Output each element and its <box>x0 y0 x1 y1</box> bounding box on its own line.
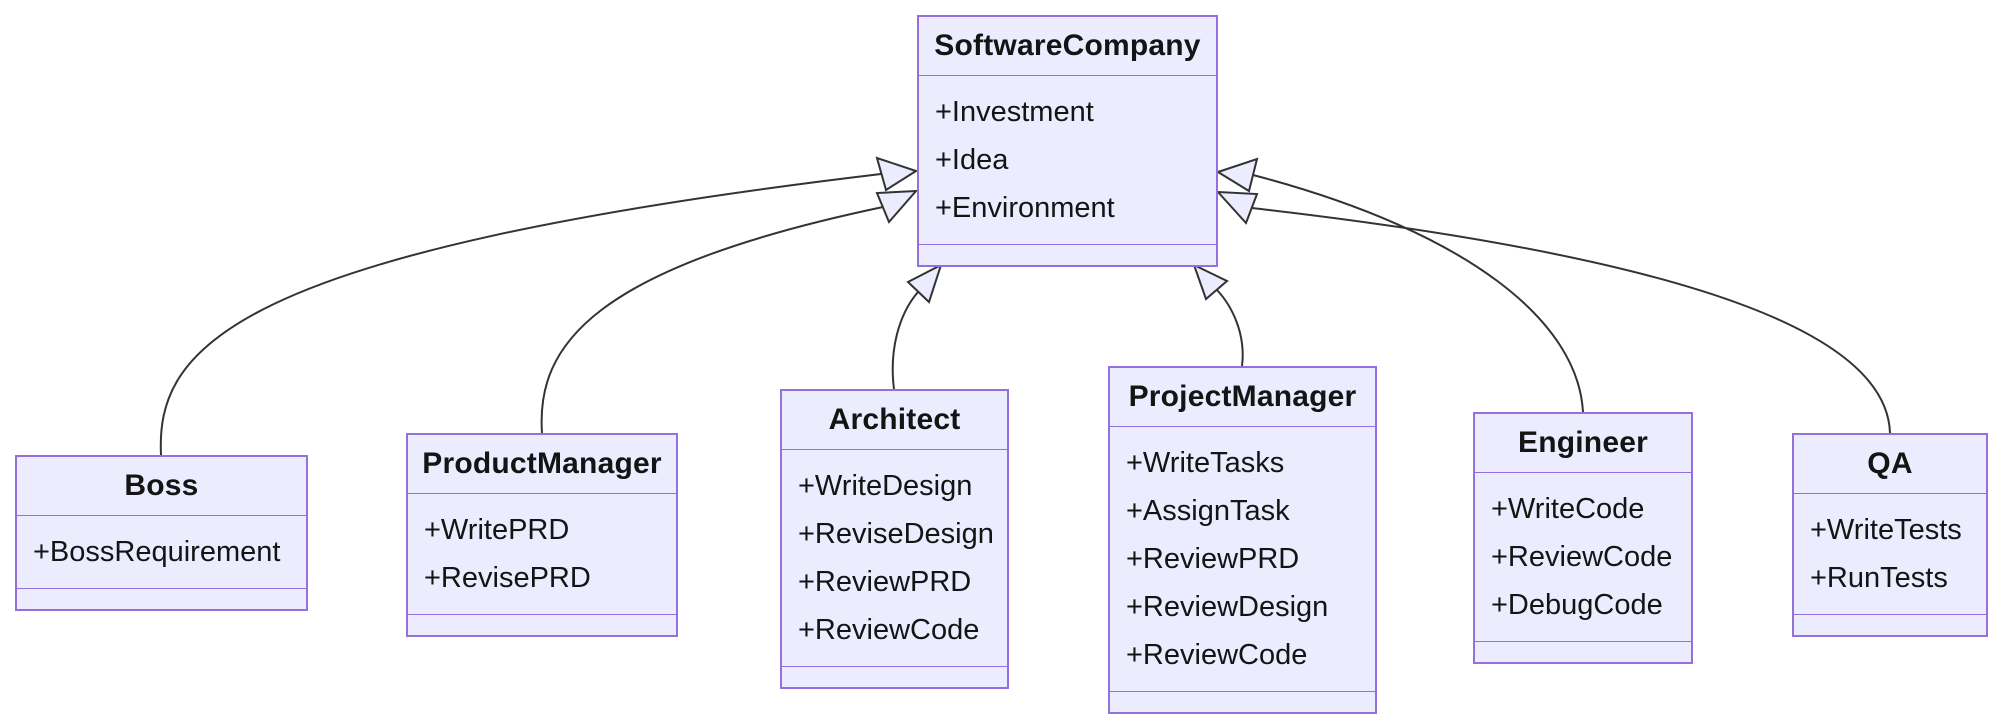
class-title: QA <box>1794 435 1986 494</box>
class-attributes: +WriteCode +ReviewCode +DebugCode <box>1475 473 1691 641</box>
class-title: ProjectManager <box>1110 368 1375 427</box>
class-attribute: +WriteTests <box>1810 514 1962 546</box>
class-title: Architect <box>782 391 1007 450</box>
class-methods-empty <box>1110 691 1375 712</box>
class-node-Engineer: Engineer +WriteCode +ReviewCode +DebugCode <box>1473 412 1693 664</box>
class-node-QA: QA +WriteTests +RunTests <box>1792 433 1988 637</box>
class-methods-empty <box>782 666 1007 687</box>
class-attribute: +BossRequirement <box>33 536 281 568</box>
class-node-ProjectManager: ProjectManager +WriteTasks +AssignTask +Re… <box>1108 366 1377 714</box>
class-attributes: +WriteTasks +AssignTask +ReviewPRD +ReviewD… <box>1110 427 1375 691</box>
class-attribute: +Environment <box>935 192 1115 224</box>
class-attribute: +ReviewDesign <box>1126 591 1329 623</box>
class-attribute: +RevisePRD <box>424 562 591 594</box>
class-attribute: +RunTests <box>1810 562 1948 594</box>
class-attribute: +ReviewPRD <box>798 566 972 598</box>
class-attributes: +BossRequirement <box>17 516 306 588</box>
inheritance-arrowhead-icon <box>906 262 943 304</box>
class-attribute: +ReviewCode <box>798 614 980 646</box>
class-title: ProductManager <box>408 435 676 494</box>
class-node-Boss: Boss +BossRequirement <box>15 455 308 611</box>
class-title: Engineer <box>1475 414 1691 473</box>
inheritance-arrowhead-icon <box>1215 190 1259 225</box>
inheritance-edge-QA-to-SoftwareCompany <box>1251 207 1891 434</box>
class-title: Boss <box>17 457 306 516</box>
class-methods-empty <box>408 614 676 635</box>
inheritance-edge-ProjectManager-to-SoftwareCompany <box>1216 289 1244 367</box>
class-attributes: +WriteTests +RunTests <box>1794 494 1986 614</box>
inheritance-edge-Engineer-to-SoftwareCompany <box>1252 174 1584 413</box>
class-attribute: +WriteCode <box>1491 493 1645 525</box>
class-attribute: +Investment <box>935 96 1094 128</box>
class-node-SoftwareCompany: SoftwareCompany +Investment +Idea +Environ… <box>917 15 1218 267</box>
class-methods-empty <box>919 244 1216 265</box>
inheritance-edge-ProductManager-to-SoftwareCompany <box>540 206 884 434</box>
class-attribute: +WriteTasks <box>1126 447 1285 479</box>
class-attributes: +Investment +Idea +Environment <box>919 76 1216 244</box>
class-attribute: +ReviewPRD <box>1126 543 1300 575</box>
inheritance-edge-Architect-to-SoftwareCompany <box>891 291 919 390</box>
class-node-Architect: Architect +WriteDesign +ReviseDesign +Revi… <box>780 389 1009 689</box>
class-attribute: +DebugCode <box>1491 589 1663 621</box>
class-attribute: +WriteDesign <box>798 470 973 502</box>
class-methods-empty <box>1794 614 1986 635</box>
class-attribute: +Idea <box>935 144 1009 176</box>
class-methods-empty <box>1475 641 1691 662</box>
class-attribute: +WritePRD <box>424 514 570 546</box>
class-attribute: +ReviseDesign <box>798 518 994 550</box>
inheritance-arrowhead-icon <box>875 189 919 224</box>
inheritance-edge-Boss-to-SoftwareCompany <box>159 173 882 456</box>
inheritance-arrowhead-icon <box>1192 263 1229 301</box>
inheritance-arrowhead-icon <box>875 156 919 192</box>
class-attribute: +AssignTask <box>1126 495 1290 527</box>
class-attribute: +ReviewCode <box>1491 541 1673 573</box>
class-title: SoftwareCompany <box>919 17 1216 76</box>
class-methods-empty <box>17 588 306 609</box>
class-attribute: +ReviewCode <box>1126 639 1308 671</box>
inheritance-arrowhead-icon <box>1215 157 1259 193</box>
class-attributes: +WritePRD +RevisePRD <box>408 494 676 614</box>
class-node-ProductManager: ProductManager +WritePRD +RevisePRD <box>406 433 678 637</box>
class-attributes: +WriteDesign +ReviseDesign +ReviewPRD +Revi… <box>782 450 1007 666</box>
